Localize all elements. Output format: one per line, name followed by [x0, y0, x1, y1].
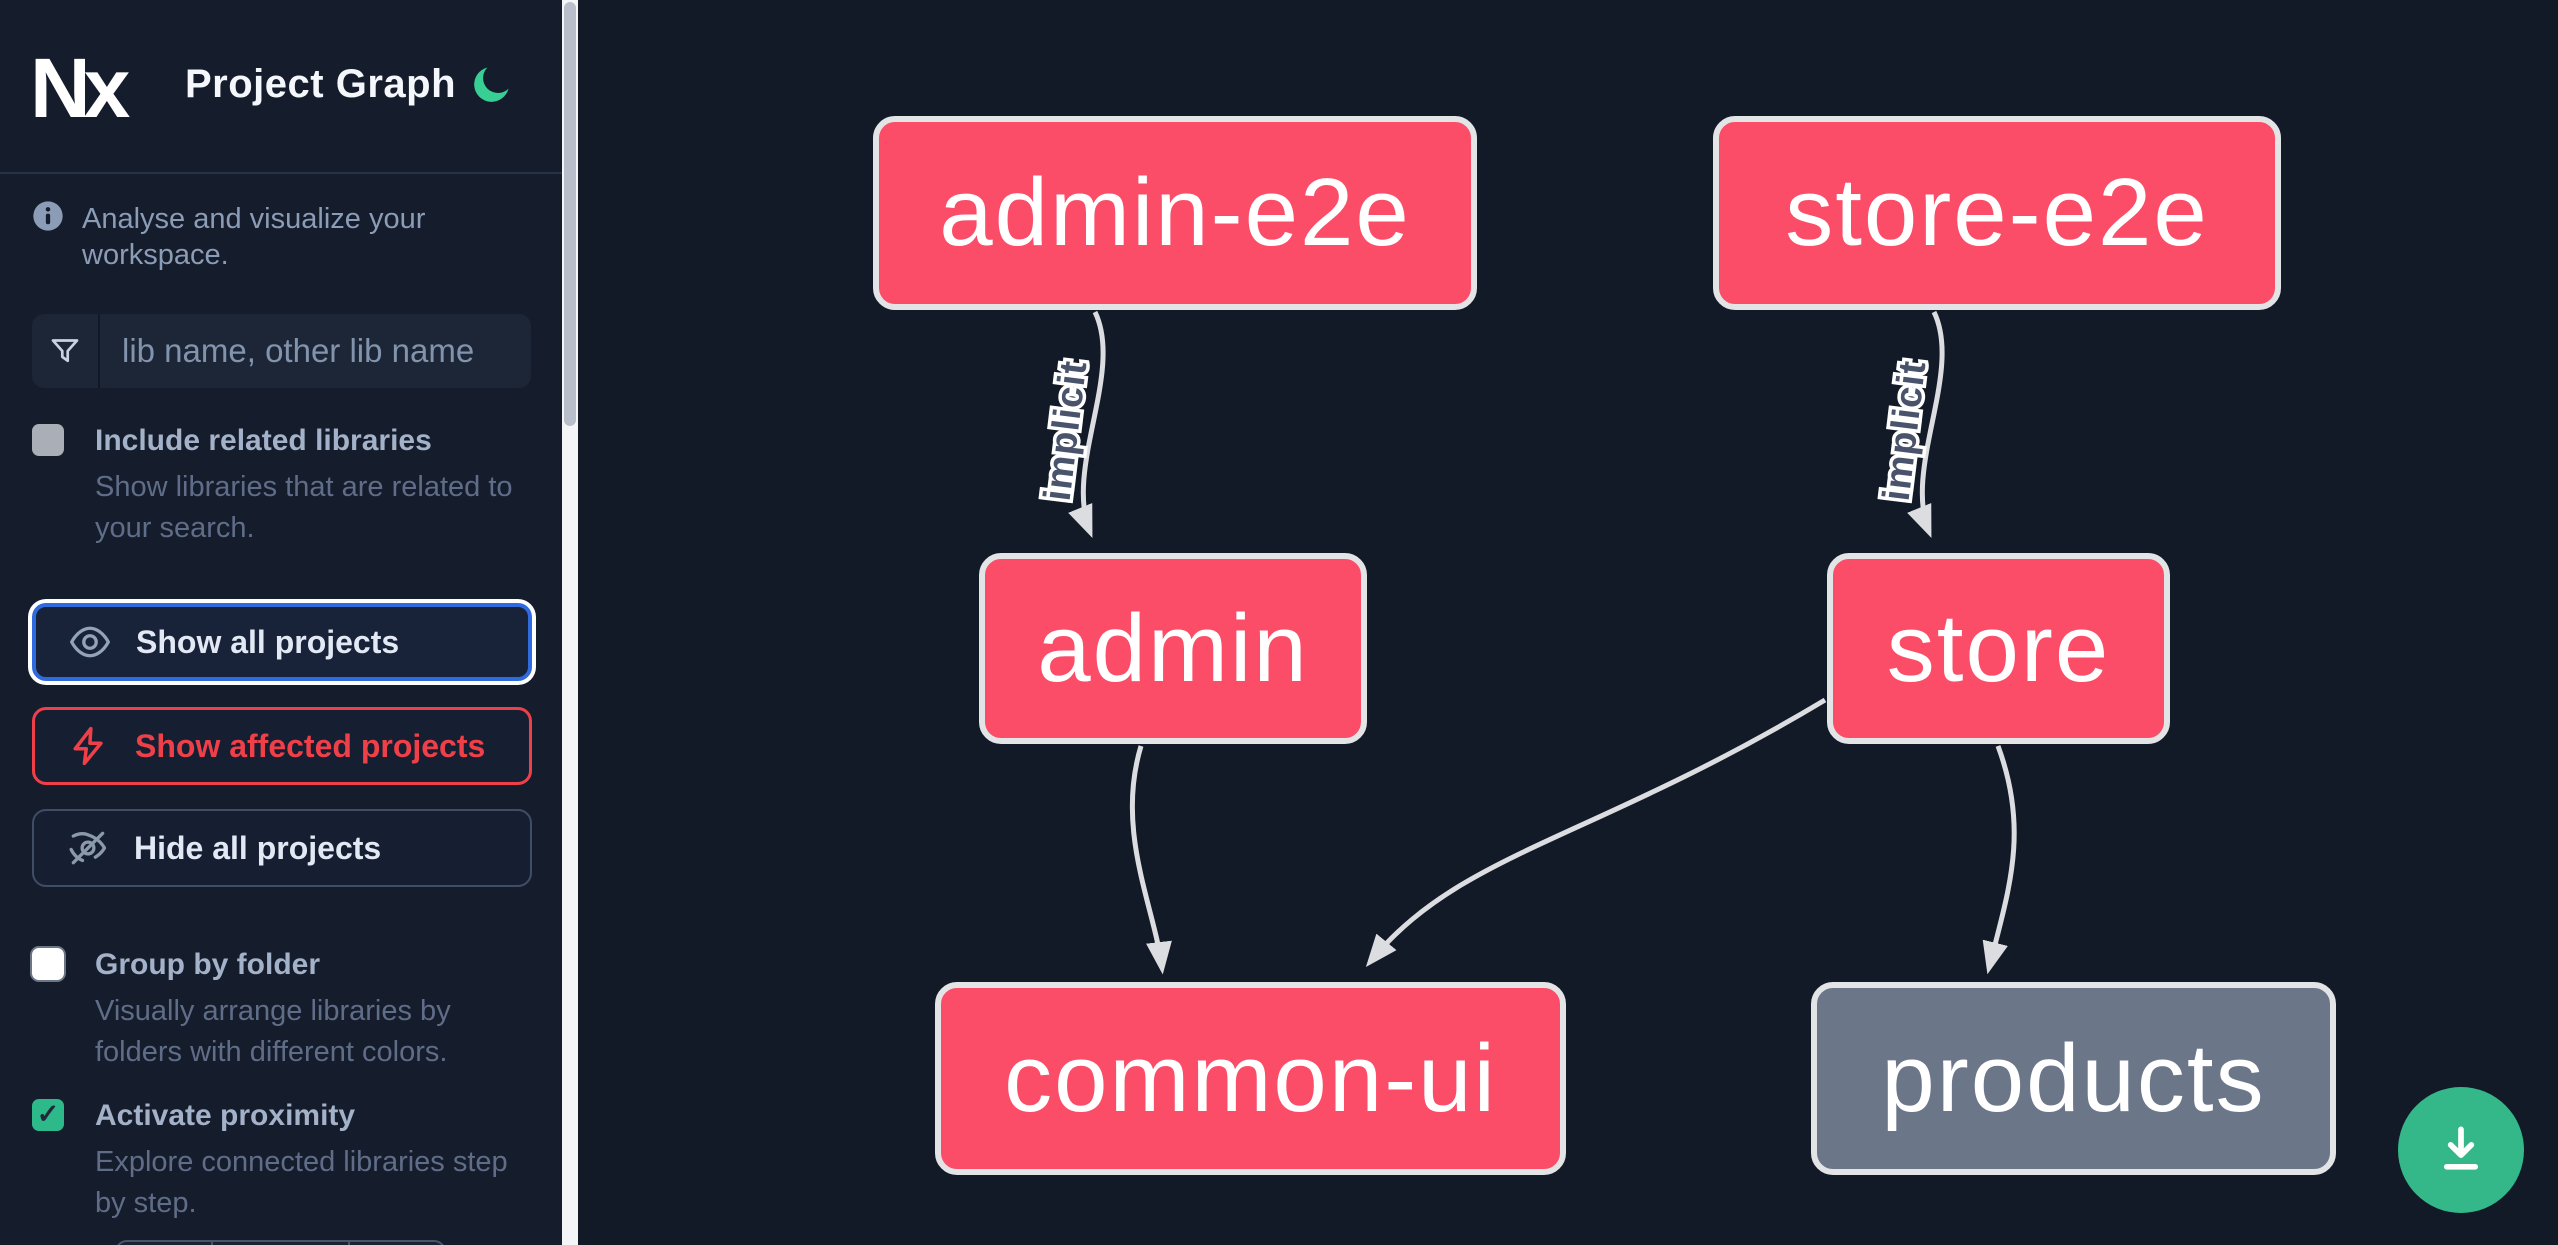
info-icon [33, 201, 63, 231]
page-title: Project Graph [185, 62, 457, 106]
toggle-label: Include related libraries [95, 424, 432, 457]
checkmark-icon: ✓ [36, 1098, 60, 1129]
dark-mode-toggle[interactable] [470, 60, 514, 108]
edge-admin-common-ui [1129, 745, 1172, 975]
moon-icon [474, 67, 509, 102]
button-label: Show affected projects [135, 727, 486, 764]
graph-node-common-ui[interactable]: common-ui [935, 982, 1566, 1175]
graph-node-admin[interactable]: admin [979, 553, 1367, 744]
download-image-button[interactable] [2398, 1087, 2524, 1213]
sidebar-header: Nx Project Graph [0, 0, 562, 173]
edge-store-common-ui [1365, 697, 1827, 968]
lightning-bolt-icon [73, 726, 103, 766]
graph-node-store[interactable]: store [1827, 553, 2170, 744]
filter-funnel-icon [51, 339, 79, 363]
toggle-description: Show libraries that are related to your … [95, 471, 513, 544]
edge-store-products [1982, 745, 2017, 975]
node-label: common-ui [1004, 1024, 1497, 1132]
activate-proximity-checkbox[interactable]: ✓ [32, 1099, 64, 1131]
group-by-folder-checkbox[interactable] [32, 948, 64, 980]
hide-all-projects-button[interactable]: Hide all projects [32, 809, 532, 887]
eye-icon [70, 626, 110, 658]
search-box [32, 314, 562, 388]
edge-label-implicit: implicit [1876, 358, 1935, 503]
graph-node-admin-e2e[interactable]: admin-e2e [873, 116, 1477, 310]
edge-store-e2e-store [1907, 310, 1945, 539]
toggle-label: Activate proximity [95, 1099, 356, 1132]
button-label: Hide all projects [134, 829, 382, 866]
header-divider [0, 172, 562, 174]
toggle-description: Visually arrange libraries by folders wi… [95, 995, 451, 1068]
node-label: store-e2e [1785, 159, 2209, 266]
button-label: Show all projects [136, 623, 400, 660]
tagline-text: Analyse and visualize your workspace. [82, 203, 426, 271]
toggle-include-related: Include related libraries Show libraries… [32, 424, 532, 549]
sidebar-scrollbar-thumb[interactable] [564, 2, 576, 426]
edge-label-implicit: implicit [1037, 358, 1096, 503]
toggle-description: Explore connected libraries step by step… [95, 1146, 508, 1219]
node-label: admin [1037, 594, 1309, 702]
stepper-value [213, 1242, 351, 1245]
eye-off-icon [69, 831, 107, 865]
node-label: admin-e2e [939, 159, 1411, 266]
show-affected-projects-button[interactable]: Show affected projects [32, 707, 532, 785]
toggle-label: Group by folder [95, 948, 320, 981]
graph-node-store-e2e[interactable]: store-e2e [1713, 116, 2281, 310]
node-label: products [1881, 1024, 2266, 1132]
tagline-row: Analyse and visualize your workspace. [32, 200, 532, 273]
nx-logo: Nx [30, 41, 130, 135]
proximity-stepper[interactable] [115, 1240, 446, 1245]
show-all-projects-button[interactable]: Show all projects [32, 603, 532, 681]
toggle-activate-proximity: ✓ Activate proximity Explore connected l… [32, 1099, 532, 1224]
graph-node-products[interactable]: products [1811, 982, 2336, 1175]
filter-icon-cell [32, 314, 100, 388]
graph-edges: implicit implicit [1033, 310, 2017, 975]
sidebar-scrollbar-track[interactable] [562, 0, 578, 1245]
sidebar: Nx Project Graph Analyse and visualize y… [0, 0, 562, 1245]
include-related-checkbox[interactable] [32, 424, 64, 456]
search-input[interactable] [100, 316, 562, 386]
stepper-decrement[interactable] [117, 1242, 213, 1245]
download-icon [2443, 1126, 2479, 1170]
toggle-group-by-folder: Group by folder Visually arrange librari… [32, 948, 532, 1073]
graph-canvas[interactable]: implicit implicit admin-e2e store-e2e ad… [578, 0, 2558, 1245]
edge-admin-e2e-admin [1068, 310, 1106, 539]
node-label: store [1886, 594, 2111, 702]
